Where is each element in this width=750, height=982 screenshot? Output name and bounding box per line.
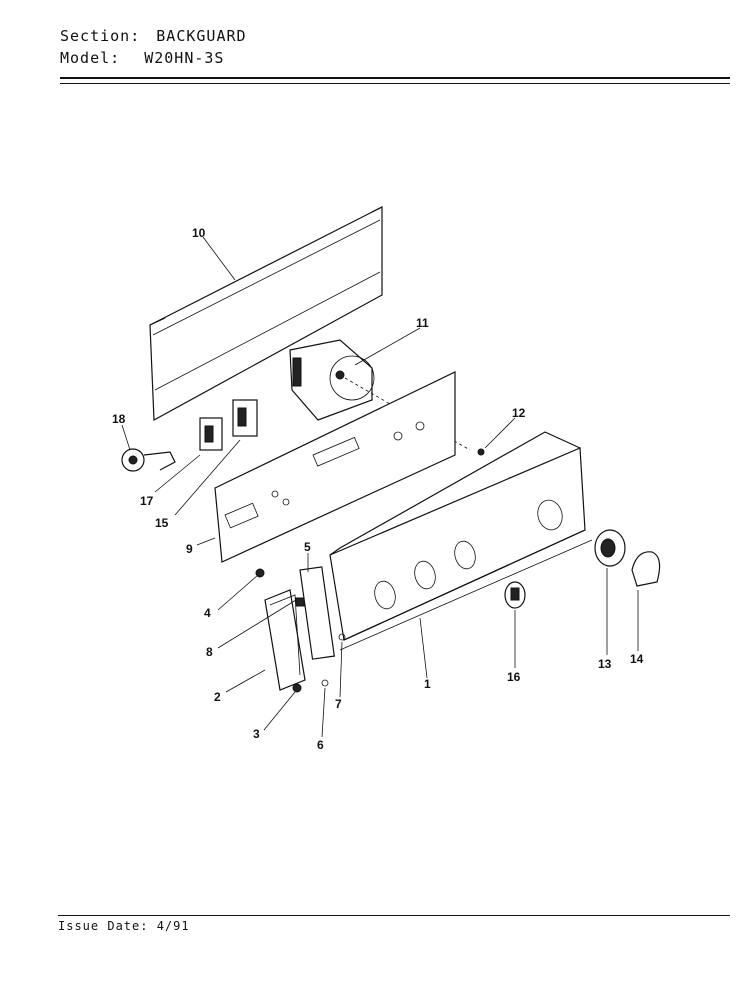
footer-rule — [58, 915, 730, 916]
part-1-console — [329, 431, 593, 651]
part-10-rear-cover — [149, 206, 383, 421]
callout-15: 15 — [155, 516, 169, 530]
callout-16: 16 — [507, 670, 521, 684]
callout-13: 13 — [598, 657, 612, 671]
model-line: Model: W20HN-3S — [60, 49, 224, 67]
part-13-dial — [594, 529, 626, 567]
callout-4: 4 — [204, 606, 211, 620]
section-line: Section: BACKGUARD — [60, 27, 247, 45]
leader-lines — [121, 236, 639, 738]
part-8-clip — [295, 597, 305, 607]
part-14-knob — [631, 551, 661, 587]
part-5-insulator — [299, 566, 335, 660]
callout-11: 11 — [416, 316, 429, 330]
part-9-control-panel — [214, 371, 456, 563]
part-6-nut — [321, 679, 329, 687]
part-7-screw — [338, 633, 346, 641]
section-value: BACKGUARD — [156, 27, 247, 45]
header-rule-top — [60, 77, 730, 79]
callout-7: 7 — [335, 697, 342, 711]
header-rule-bottom — [60, 83, 730, 84]
model-label: Model: — [60, 49, 121, 67]
callout-10: 10 — [192, 226, 206, 240]
section-label: Section: — [60, 27, 141, 45]
model-value: W20HN-3S — [144, 49, 225, 67]
callout-12: 12 — [512, 406, 526, 420]
callout-9: 9 — [186, 542, 193, 556]
callout-8: 8 — [206, 645, 213, 659]
callout-1: 1 — [424, 677, 431, 691]
callout-5: 5 — [304, 540, 311, 554]
part-18-switch — [121, 448, 176, 472]
part-12-screw — [477, 448, 485, 456]
callout-2: 2 — [214, 690, 221, 704]
callout-14: 14 — [630, 652, 644, 666]
issue-date: Issue Date: 4/91 — [58, 919, 190, 933]
part-17-switch — [199, 417, 223, 451]
callout-18: 18 — [112, 412, 126, 426]
callout-3: 3 — [253, 727, 260, 741]
callout-6: 6 — [317, 738, 324, 752]
part-16-knob — [504, 581, 526, 609]
callout-17: 17 — [140, 494, 154, 508]
part-15-switch — [232, 399, 258, 437]
part-3-clip — [292, 683, 302, 693]
part-2-side-bracket — [264, 589, 306, 691]
